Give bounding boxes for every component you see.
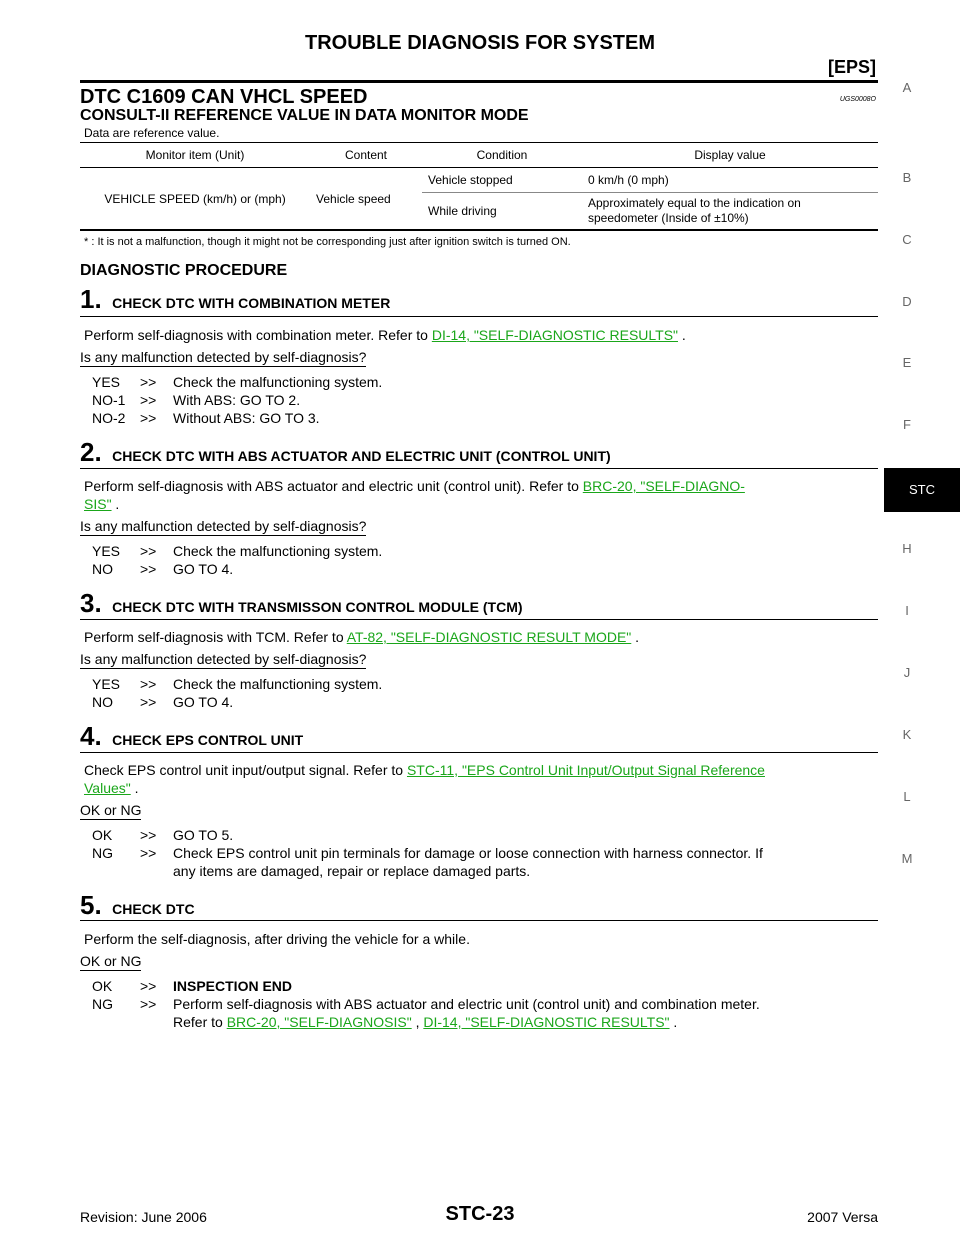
link-brc-20[interactable]: BRC-20, "SELF-DIAGNO- [582,478,745,494]
reference-value-table: Monitor item (Unit) Content Condition Di… [80,142,878,231]
sidebar-item-f[interactable]: F [903,417,911,432]
sidebar-item-k[interactable]: K [902,727,912,742]
step-1-text: Perform self-diagnosis with combination … [84,327,686,343]
diagnostic-procedure-title: DIAGNOSTIC PROCEDURE [80,262,288,279]
footer-revision: Revision: June 2006 [80,1209,207,1225]
col-header-content: Content [310,142,422,168]
step-5-question: OK or NG [80,953,142,971]
consult-subheading: CONSULT-II REFERENCE VALUE IN DATA MONIT… [80,107,529,124]
col-header-condition: Condition [422,142,582,168]
step-5-heading: 5. CHECK DTC [80,890,195,920]
link-di-14[interactable]: DI-14, "SELF-DIAGNOSTIC RESULTS" [431,327,678,343]
link-stc-11-cont[interactable]: Values" [84,780,131,796]
footer-page-number: STC-23 [445,1203,515,1225]
step-3-question: Is any malfunction detected by self-diag… [80,651,367,669]
step-rule [80,920,878,921]
step-4-question: OK or NG [80,802,142,820]
sidebar-item-a[interactable]: A [902,80,912,95]
step-2-text: Perform self-diagnosis with ABS actuator… [84,478,745,512]
link-stc-11[interactable]: STC-11, "EPS Control Unit Input/Output S… [406,762,765,778]
col-header-monitor-item: Monitor item (Unit) [80,142,310,168]
sidebar-item-stc-active[interactable]: STC [884,468,960,512]
sidebar-item-l[interactable]: L [903,789,911,804]
sidebar-item-c[interactable]: C [902,232,912,247]
step-rule [80,752,878,753]
condition-cell: While driving [422,192,582,231]
section-tag: [EPS] [827,57,876,77]
sidebar-item-i[interactable]: I [905,603,909,618]
sidebar-item-d[interactable]: D [902,294,912,309]
sidebar-item-m[interactable]: M [901,851,913,866]
step-1-heading: 1. CHECK DTC WITH COMBINATION METER [80,284,391,314]
sidebar-item-h[interactable]: H [902,541,912,556]
step-5-text: Perform the self-diagnosis, after drivin… [84,931,470,947]
step-4-text: Check EPS control unit input/output sign… [84,762,765,796]
content-cell: Vehicle speed [310,167,422,231]
footer-model: 2007 Versa [807,1209,878,1225]
table-header-row: Monitor item (Unit) Content Condition Di… [80,142,878,168]
table-row: While driving Approximately equal to the… [80,192,878,231]
reference-code: UGS0008O [839,96,876,103]
step-3-text: Perform self-diagnosis with TCM. Refer t… [84,629,640,645]
monitor-item-cell: VEHICLE SPEED (km/h) or (mph) [80,167,310,231]
step-1-question: Is any malfunction detected by self-diag… [80,349,367,367]
step-3-heading: 3. CHECK DTC WITH TRANSMISSON CONTROL MO… [80,588,523,618]
step-rule [80,619,878,620]
header-rule [80,80,878,83]
link-brc-20-cont[interactable]: SIS" [84,496,112,512]
table-footnote: * : It is not a malfunction, though it m… [84,236,571,248]
step-rule [80,316,878,317]
link-di-14-results[interactable]: DI-14, "SELF-DIAGNOSTIC RESULTS" [423,1014,670,1030]
sidebar-item-b[interactable]: B [902,170,912,185]
display-value-cell: 0 km/h (0 mph) [582,167,878,193]
sidebar-item-j[interactable]: J [903,665,911,680]
link-at-82[interactable]: AT-82, "SELF-DIAGNOSTIC RESULT MODE" [346,629,632,645]
table-row: VEHICLE SPEED (km/h) or (mph) Vehicle sp… [80,167,878,231]
reference-note: Data are reference value. [84,126,220,140]
step-rule [80,468,878,469]
condition-cell: Vehicle stopped [422,167,582,193]
step-2-question: Is any malfunction detected by self-diag… [80,518,367,536]
col-header-display-value: Display value [582,142,878,168]
step-4-heading: 4. CHECK EPS CONTROL UNIT [80,721,304,751]
sidebar-item-e[interactable]: E [902,355,912,370]
display-value-cell: Approximately equal to the indication on… [582,192,878,231]
link-brc-20-diagnosis[interactable]: BRC-20, "SELF-DIAGNOSIS" [226,1014,412,1030]
step-2-heading: 2. CHECK DTC WITH ABS ACTUATOR AND ELECT… [80,437,611,467]
page-title: TROUBLE DIAGNOSIS FOR SYSTEM [304,32,656,54]
dtc-heading: DTC C1609 CAN VHCL SPEED [80,86,368,108]
